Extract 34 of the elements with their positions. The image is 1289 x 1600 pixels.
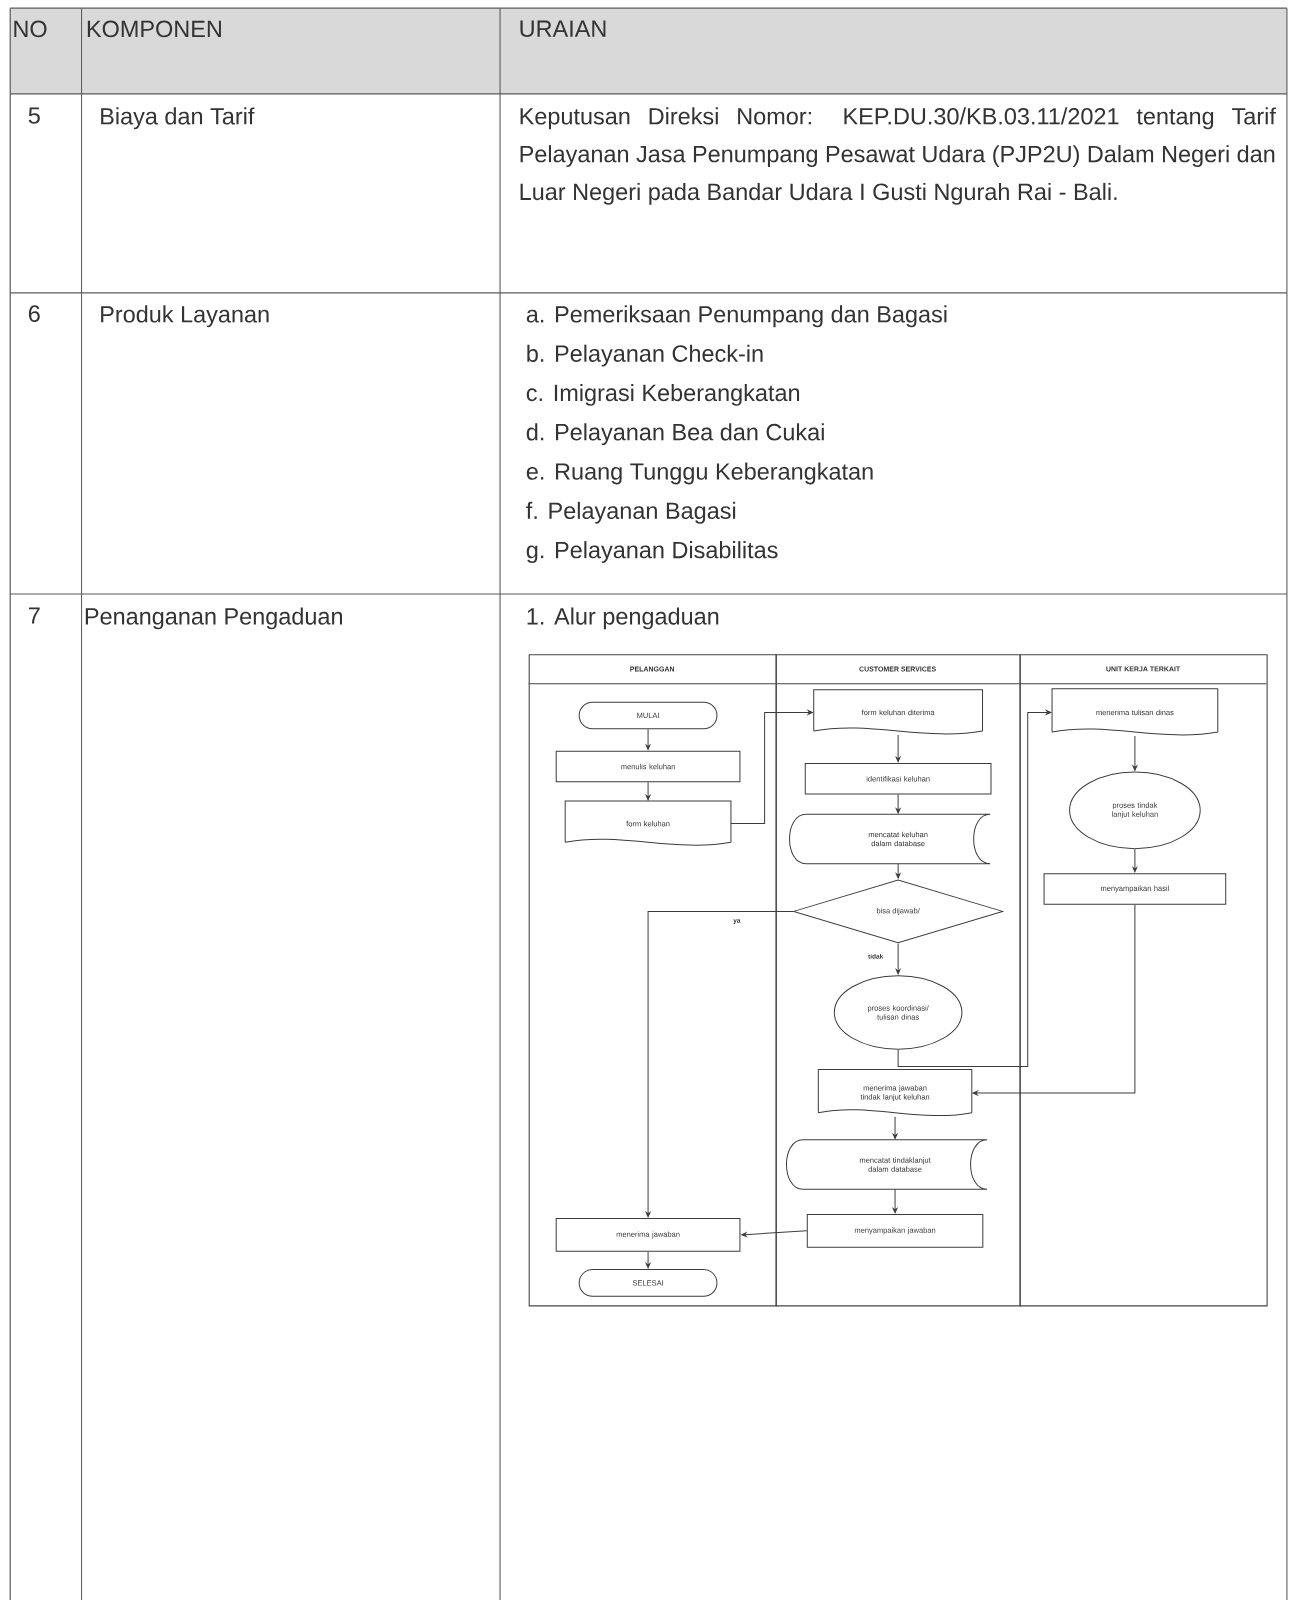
list-item: 1. Alur pengaduan bbox=[527, 607, 719, 630]
list-item: f. Pelayanan Bagasi bbox=[526, 501, 736, 524]
table-cell: Keputusan Direksi Nomor: KEP.DU.30/KB.03.11/2021 tentang Tarif Pelayanan Jasa Penumpang Pesawat Udara (PJP2U) Dalam Negeri dan Luar Negeri pada Bandar Udara I Gusti Ngurah Rai - Bali. bbox=[520, 107, 1276, 205]
arrow bbox=[645, 728, 651, 750]
arrow bbox=[730, 710, 813, 825]
arrow bbox=[972, 904, 1136, 1096]
list-item: e. Ruang Tunggu Keberangkatan bbox=[526, 462, 873, 485]
arrow bbox=[741, 1230, 808, 1237]
arrow bbox=[892, 1116, 898, 1140]
column-header: URAIAN bbox=[520, 20, 606, 37]
table-cell: Penanganan Pengaduan bbox=[85, 607, 342, 630]
column-header: KOMPONEN bbox=[87, 20, 221, 38]
list-item: d. Pelayanan Bea dan Cukai bbox=[526, 423, 824, 446]
table-cell: Biaya dan Tarif bbox=[101, 107, 255, 130]
list-item: g. Pelayanan Disabilitas bbox=[526, 541, 778, 563]
row-number: 6 bbox=[28, 305, 40, 322]
list-item: b. Pelayanan Check-in bbox=[527, 344, 763, 367]
arrow bbox=[895, 794, 901, 814]
row-number: 7 bbox=[28, 607, 40, 624]
arrow bbox=[1132, 735, 1138, 771]
arrow bbox=[645, 781, 651, 801]
arrow bbox=[892, 1188, 898, 1214]
column-header: NO bbox=[14, 20, 47, 38]
table-cell: Produk Layanan bbox=[101, 305, 269, 328]
row-number: 5 bbox=[28, 107, 40, 124]
arrow bbox=[895, 943, 901, 975]
arrow bbox=[897, 710, 1052, 1067]
list-item: a. Pemeriksaan Penumpang dan Bagasi bbox=[526, 305, 947, 328]
arrow bbox=[895, 734, 901, 763]
arrow bbox=[645, 910, 794, 1218]
arrow bbox=[895, 863, 901, 879]
arrow bbox=[645, 1251, 651, 1269]
list-item: c. Imigrasi Keberangkatan bbox=[526, 383, 800, 406]
arrow bbox=[1132, 848, 1138, 873]
